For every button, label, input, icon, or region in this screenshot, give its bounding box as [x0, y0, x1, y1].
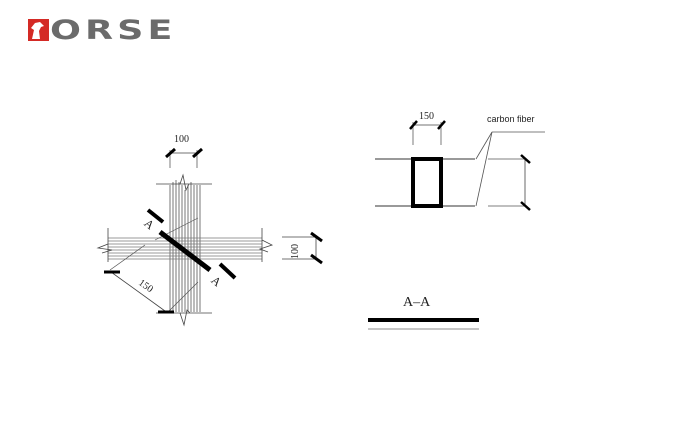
section-a-a: A–A [368, 295, 479, 330]
horse-head-icon [28, 19, 49, 41]
section-a-a-title: A–A [403, 295, 431, 310]
dim-right-100: 100 [290, 244, 301, 259]
horse-logo: ORSE [28, 15, 180, 46]
dim-section-150: 150 [419, 111, 434, 122]
dim-top-100: 100 [174, 134, 189, 145]
joint-elevation: A A 100 100 150 [96, 134, 323, 327]
section-mark-upper: A [141, 216, 157, 233]
section-mark-lower: A [208, 273, 224, 290]
beam-section: 150 carbon fiber [375, 111, 545, 211]
carbon-fiber-callout: carbon fiber [487, 114, 535, 124]
logo-wordmark: ORSE [50, 15, 177, 46]
